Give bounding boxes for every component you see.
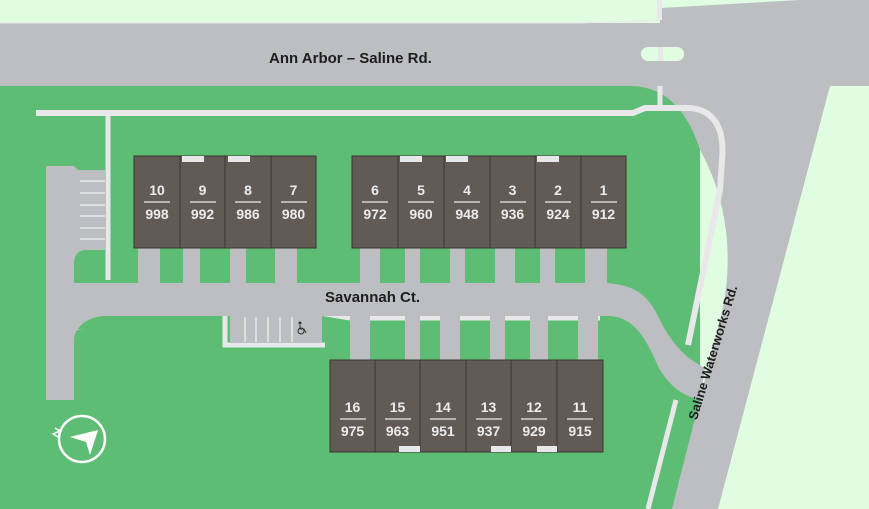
lot-number: 3: [508, 182, 517, 198]
lot-number: 12: [526, 399, 542, 415]
road-savannah-ct: [74, 283, 705, 400]
lot-address: 915: [568, 423, 592, 439]
lot-address: 924: [546, 206, 570, 222]
lot-10[interactable]: 10 998: [134, 182, 180, 222]
lot-address: 936: [500, 206, 525, 222]
lot-number: 9: [198, 182, 207, 198]
lot-11[interactable]: 11 915: [557, 399, 603, 439]
lot-number: 14: [435, 399, 451, 415]
lot-number: 6: [371, 182, 379, 198]
lot-number: 10: [149, 182, 165, 198]
lot-address: 980: [281, 206, 306, 222]
lot-7[interactable]: 7 980: [271, 182, 316, 222]
lot-address: 986: [236, 206, 260, 222]
lot-number: 13: [480, 399, 497, 415]
road-saline-waterworks: [672, 0, 845, 509]
lot-number: 7: [289, 182, 298, 198]
lot-3[interactable]: 3 936: [490, 182, 535, 222]
lot-12[interactable]: 12 929: [511, 399, 557, 439]
lot-number: 15: [389, 399, 406, 415]
lot-6[interactable]: 6 972: [352, 182, 398, 222]
road-label-ann-arbor-saline: Ann Arbor – Saline Rd.: [269, 50, 432, 67]
lot-2[interactable]: 2 924: [535, 182, 581, 222]
lot-address: 975: [340, 423, 365, 439]
lot-address: 998: [145, 206, 169, 222]
lot-address: 937: [476, 423, 501, 439]
lot-number: 16: [344, 399, 361, 415]
lot-number: 1: [599, 182, 608, 198]
lot-address: 948: [455, 206, 479, 222]
lot-13[interactable]: 13 937: [466, 399, 511, 439]
lot-number: 4: [463, 182, 471, 198]
lot-16[interactable]: 16 975: [330, 399, 375, 439]
lot-number: 2: [554, 182, 562, 198]
lot-number: 5: [417, 182, 425, 198]
lot-5[interactable]: 5 960: [398, 182, 444, 222]
parking-lot-west: [46, 166, 105, 400]
lot-address: 951: [431, 423, 455, 439]
north-arrow-icon: [51, 414, 107, 464]
parking-lot-accessible: [230, 313, 322, 343]
lot-address: 960: [409, 206, 433, 222]
road-label-savannah-ct: Savannah Ct.: [325, 289, 421, 306]
lot-address: 929: [522, 423, 546, 439]
lot-number: 11: [572, 399, 588, 415]
sidewalk-north: [36, 105, 726, 346]
lot-address: 963: [385, 423, 410, 439]
wheelchair-icon: [297, 321, 307, 335]
lot-9[interactable]: 9 992: [180, 182, 225, 222]
lot-8[interactable]: 8 986: [225, 182, 271, 222]
lot-address: 992: [190, 206, 215, 222]
lot-15[interactable]: 15 963: [375, 399, 420, 439]
lot-number: 8: [244, 182, 252, 198]
lot-address: 972: [363, 206, 387, 222]
lot-14[interactable]: 14 951: [420, 399, 466, 439]
lot-4[interactable]: 4 948: [444, 182, 490, 222]
lot-address: 912: [591, 206, 616, 222]
